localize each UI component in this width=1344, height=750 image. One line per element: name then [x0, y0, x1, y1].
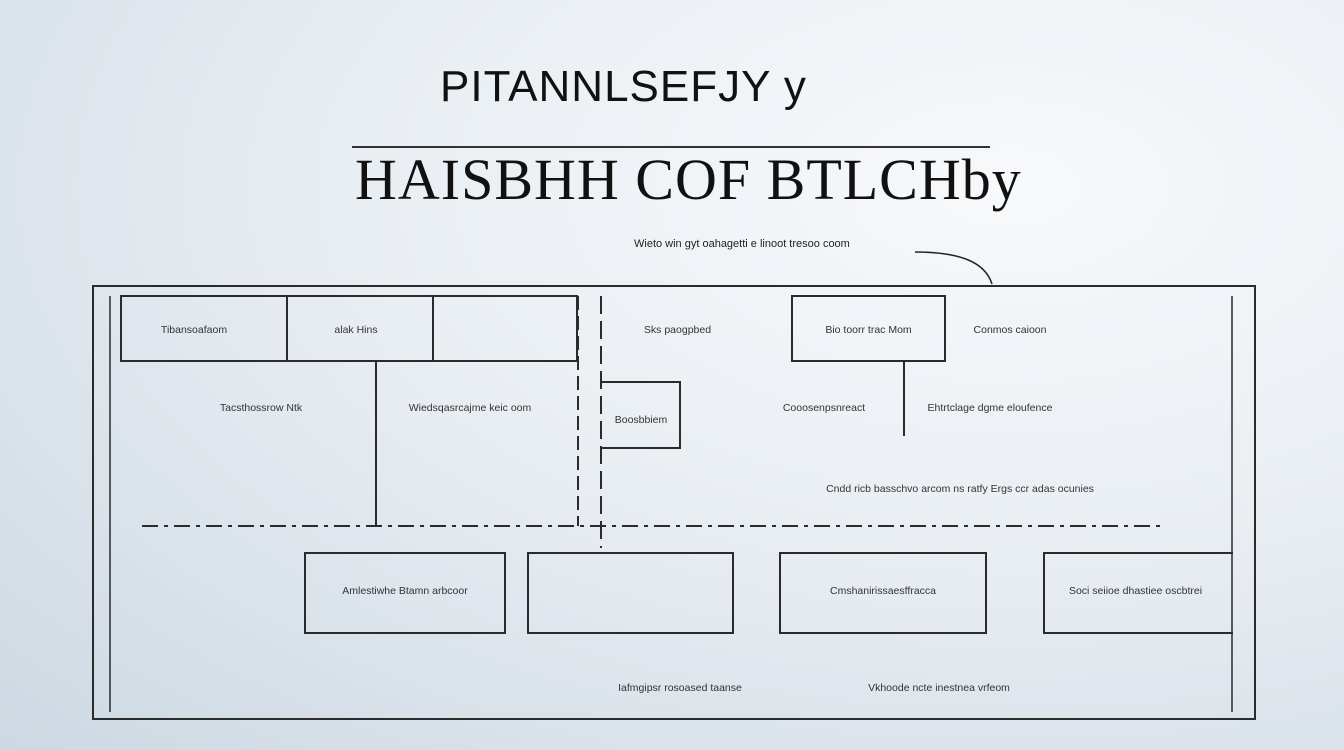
output-box-1 [304, 552, 506, 634]
row2-label-4: Ehtrtclage dgme eloufence [927, 402, 1053, 414]
process-box-1-label: Tibansoafaom [160, 324, 228, 336]
process-box-3 [432, 295, 578, 362]
output-box-4-label: Soci seiioe dhastiee oscbtrei [1068, 585, 1203, 597]
process-box-1 [120, 295, 288, 362]
footer-label-2: Vkhoode ncte inestnea vrfeom [868, 682, 1010, 694]
row2-label-3: Cooosenpsnreact [782, 402, 866, 414]
process-label-4: Sks paogpbed [643, 324, 712, 336]
decision-box [601, 381, 681, 449]
row2-label-2: Wiedsqasrcajme keic oom [408, 402, 532, 414]
title-divider [352, 146, 990, 148]
process-box-5 [791, 295, 946, 362]
process-box-2 [286, 295, 434, 362]
output-box-2 [527, 552, 734, 634]
row2-label-1: Tacsthossrow Ntk [219, 402, 303, 414]
row2-label-5: Cndd ricb basschvo arcom ns ratfy Ergs c… [826, 483, 1094, 495]
decision-box-label: Boosbbiem [614, 414, 668, 426]
diagram-subtitle: HAISBHH COF BTLCHby [355, 147, 1022, 212]
output-box-1-label: Amlestiwhe Btamn arbcoor [342, 585, 468, 597]
process-box-2-label: alak Hins [334, 324, 378, 336]
output-box-3-label: Cmshanirissaesffracca [829, 585, 936, 597]
callout-label: Wieto win gyt oahagetti e linoot tresoo … [634, 238, 850, 250]
output-box-3 [779, 552, 987, 634]
output-box-4 [1043, 552, 1233, 634]
process-box-5-label: Bio toorr trac Mom [825, 324, 912, 336]
diagram-title: PITANNLSEFJY y [440, 62, 807, 111]
process-label-6: Conmos caioon [973, 324, 1047, 336]
footer-label-1: Iafmgipsr rosoased taanse [618, 682, 742, 694]
